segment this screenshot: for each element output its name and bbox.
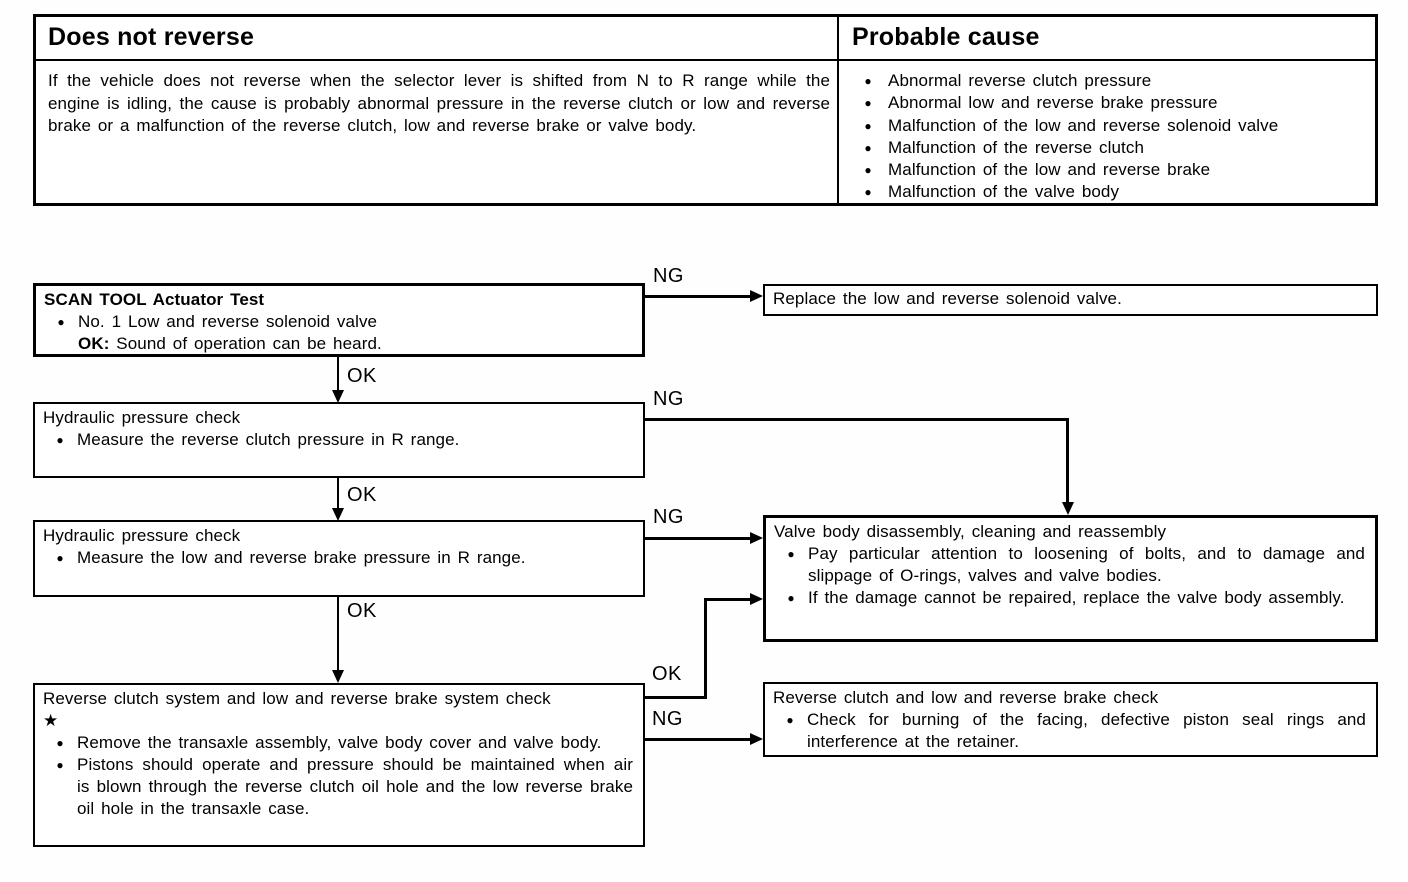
bullet-icon: ● [56, 758, 64, 772]
action-bullet: ● Pay particular attention to loosening … [774, 543, 1365, 587]
symptom-cause-table: Does not reverse Probable cause If the v… [33, 14, 1378, 206]
connector-step4-ok-into-valve-body [704, 598, 752, 601]
action-text: Replace the low and reverse solenoid val… [773, 289, 1122, 308]
step-title: Reverse clutch system and low and revers… [43, 689, 551, 708]
arrowhead-down-icon [332, 670, 344, 683]
bullet-icon: ● [56, 433, 64, 447]
symptom-description: If the vehicle does not reverse when the… [48, 71, 830, 135]
cause-item: ● Malfunction of the low and reverse sol… [848, 115, 1376, 137]
connector-step4-ng [645, 738, 752, 741]
flow-step-hydraulic-check-low-reverse-brake: Hydraulic pressure check ● Measure the l… [33, 520, 645, 597]
arrowhead-right-icon [750, 733, 763, 745]
action-bullet: ● Check for burning of the facing, defec… [773, 709, 1366, 753]
step-bullet: ● Remove the transaxle assembly, valve b… [43, 732, 633, 754]
connector-step1-ok [337, 357, 339, 392]
action-valve-body-disassembly: Valve body disassembly, cleaning and rea… [763, 515, 1378, 642]
probable-cause-header: Probable cause [852, 23, 1040, 51]
cause-item: ● Malfunction of the reverse clutch [848, 137, 1376, 159]
action-reverse-clutch-brake-check: Reverse clutch and low and reverse brake… [763, 682, 1378, 757]
step-title: SCAN TOOL Actuator Test [44, 290, 265, 309]
probable-cause-list: ● Abnormal reverse clutch pressure ● Abn… [848, 70, 1376, 204]
bullet-icon: ● [864, 163, 872, 178]
table-header-rule [36, 59, 1375, 61]
ng-label-step2: NG [653, 388, 684, 410]
table-column-divider [837, 17, 839, 203]
flow-step-scan-tool-actuator-test: SCAN TOOL Actuator Test ● No. 1 Low and … [33, 283, 645, 357]
ok-label-step3: OK [347, 600, 377, 622]
arrowhead-right-icon [750, 532, 763, 544]
cause-item: ● Malfunction of the low and reverse bra… [848, 159, 1376, 181]
bullet-icon: ● [56, 736, 64, 750]
bullet-icon: ● [787, 547, 795, 561]
cause-item: ● Malfunction of the valve body [848, 181, 1376, 203]
ng-label-step4: NG [652, 708, 683, 730]
bullet-icon: ● [786, 713, 794, 727]
step-bullet: ● Measure the low and reverse brake pres… [43, 547, 633, 569]
ok-label-step2: OK [347, 484, 377, 506]
step-title: Hydraulic pressure check [43, 408, 241, 427]
connector-step3-ok [337, 597, 339, 672]
ng-label-step3: NG [653, 506, 684, 528]
connector-step4-ok-vertical [704, 598, 707, 699]
bullet-icon: ● [864, 140, 872, 155]
action-bullet: ● If the damage cannot be repaired, repl… [774, 587, 1365, 609]
step-bullet: ● Measure the reverse clutch pressure in… [43, 429, 633, 451]
ok-label-step4: OK [652, 663, 682, 685]
bullet-icon: ● [787, 591, 795, 605]
action-replace-solenoid-valve: Replace the low and reverse solenoid val… [763, 284, 1378, 316]
connector-step4-ok-horizontal [645, 696, 707, 699]
connector-step2-ok [337, 478, 339, 509]
arrowhead-down-icon [332, 390, 344, 403]
connector-step2-ng-vertical [1066, 418, 1069, 503]
connector-step1-ng [645, 295, 752, 298]
flow-step-reverse-clutch-system-check: Reverse clutch system and low and revers… [33, 683, 645, 847]
arrowhead-down-icon [332, 508, 344, 521]
step-title: Hydraulic pressure check [43, 526, 241, 545]
symptom-header: Does not reverse [48, 23, 255, 51]
arrowhead-right-icon [750, 593, 763, 605]
action-title: Reverse clutch and low and reverse brake… [773, 688, 1159, 707]
ok-criteria: OK: Sound of operation can be heard. [78, 334, 382, 353]
cause-item: ● Abnormal low and reverse brake pressur… [848, 92, 1376, 114]
ok-label-step1: OK [347, 365, 377, 387]
bullet-icon: ● [864, 185, 872, 200]
bullet-icon: ● [864, 118, 872, 133]
arrowhead-down-icon [1062, 502, 1074, 515]
ok-criteria-label: OK: [78, 334, 110, 353]
bullet-icon: ● [56, 551, 64, 565]
bullet-icon: ● [864, 96, 872, 111]
action-title: Valve body disassembly, cleaning and rea… [774, 522, 1167, 541]
bullet-icon: ● [57, 315, 65, 329]
step-bullet: ● No. 1 Low and reverse solenoid valve [44, 311, 632, 333]
flow-step-hydraulic-check-reverse-clutch: Hydraulic pressure check ● Measure the r… [33, 402, 645, 478]
cause-item: ● Abnormal reverse clutch pressure [848, 70, 1376, 92]
bullet-icon: ● [864, 74, 872, 88]
connector-step3-ng [645, 537, 752, 540]
ng-label-step1: NG [653, 265, 684, 287]
connector-step2-ng-horizontal [645, 418, 1069, 421]
star-icon: ★ [43, 711, 59, 730]
arrowhead-right-icon [750, 290, 763, 302]
step-bullet: ● Pistons should operate and pressure sh… [43, 754, 633, 820]
